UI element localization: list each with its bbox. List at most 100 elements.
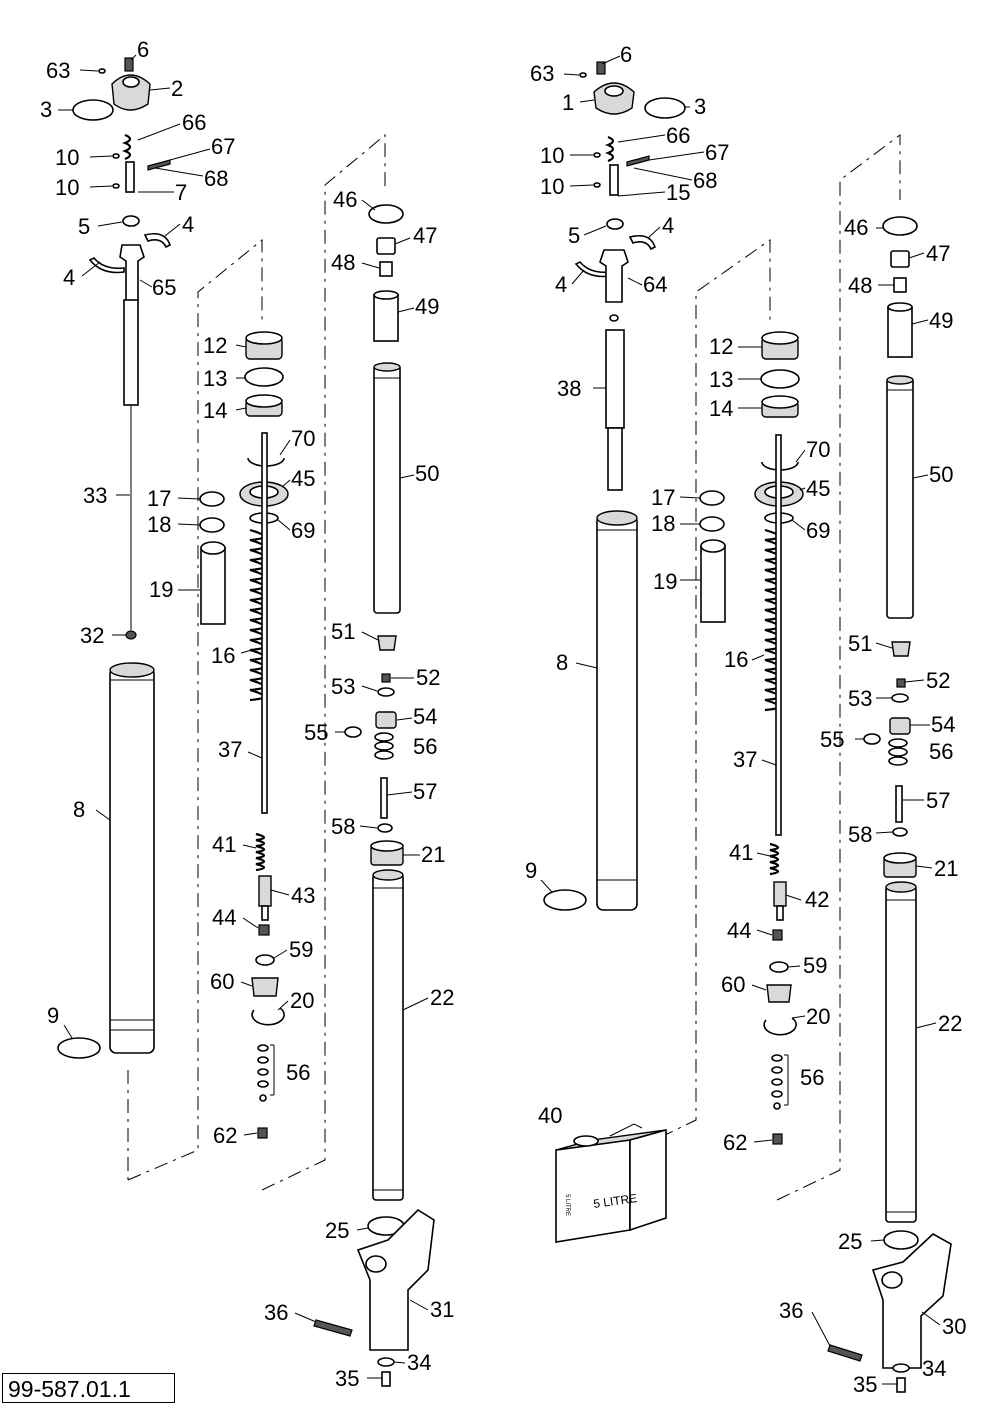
callout-55-r: 55 xyxy=(820,727,844,752)
callout-51: 51 xyxy=(331,619,355,644)
callout-4: 4 xyxy=(182,212,194,237)
callout-49-r: 49 xyxy=(929,308,953,333)
callout-17: 17 xyxy=(147,486,171,511)
callout-57-r: 57 xyxy=(926,788,950,813)
callout-48: 48 xyxy=(331,250,355,275)
callout-35-r: 35 xyxy=(853,1372,877,1397)
right-inner-tube-parts xyxy=(827,216,952,1393)
callout-67-r: 67 xyxy=(705,140,729,165)
callout-47-r: 47 xyxy=(926,241,950,266)
callout-7: 7 xyxy=(175,180,187,205)
callout-60: 60 xyxy=(210,969,234,994)
callout-8-r: 8 xyxy=(556,650,568,675)
callout-18-r: 18 xyxy=(651,511,675,536)
callout-10b: 10 xyxy=(55,175,79,200)
callout-62-r: 62 xyxy=(723,1130,747,1155)
callout-17-r: 17 xyxy=(651,485,675,510)
callout-3: 3 xyxy=(40,97,52,122)
callout-19-r: 19 xyxy=(653,569,677,594)
callout-70-r: 70 xyxy=(806,437,830,462)
callout-58: 58 xyxy=(331,814,355,839)
callout-14: 14 xyxy=(203,398,227,423)
oil-can-label: 5 LITRE xyxy=(592,1191,638,1211)
callout-49: 49 xyxy=(415,294,439,319)
callout-16: 16 xyxy=(211,643,235,668)
callout-6-r: 6 xyxy=(620,42,632,67)
callout-31: 31 xyxy=(430,1297,454,1322)
callout-59-r: 59 xyxy=(803,953,827,978)
left-leg-parts xyxy=(57,57,289,1139)
right-leg-parts xyxy=(543,61,804,1243)
callout-16-r: 16 xyxy=(724,647,748,672)
callout-33: 33 xyxy=(83,483,107,508)
callout-44-r: 44 xyxy=(727,918,751,943)
callout-21-r: 21 xyxy=(934,856,958,881)
callout-10-r: 10 xyxy=(540,143,564,168)
callout-41: 41 xyxy=(212,832,236,857)
callout-13-r: 13 xyxy=(709,367,733,392)
callout-59: 59 xyxy=(289,937,313,962)
callout-1-r: 1 xyxy=(562,90,574,115)
callout-5-r: 5 xyxy=(568,223,580,248)
callout-25-r: 25 xyxy=(838,1229,862,1254)
callout-54: 54 xyxy=(413,704,437,729)
callout-65: 65 xyxy=(152,275,176,300)
callout-58-r: 58 xyxy=(848,822,872,847)
callout-55: 55 xyxy=(304,720,328,745)
callout-53: 53 xyxy=(331,674,355,699)
callout-3-r: 3 xyxy=(694,94,706,119)
callout-21: 21 xyxy=(421,842,445,867)
callout-60-r: 60 xyxy=(721,972,745,997)
callout-62: 62 xyxy=(213,1123,237,1148)
callout-68-r: 68 xyxy=(693,168,717,193)
callout-8: 8 xyxy=(73,797,85,822)
callout-10b-r: 10 xyxy=(540,174,564,199)
callout-69: 69 xyxy=(291,518,315,543)
callout-56b-r: 56 xyxy=(929,739,953,764)
callout-38-r: 38 xyxy=(557,376,581,401)
callout-10: 10 xyxy=(55,145,79,170)
callouts-right: 63 6 1 3 66 10 67 68 10 15 5 4 4 64 38 1… xyxy=(525,42,966,1397)
callout-66: 66 xyxy=(182,110,206,135)
assembly-guide-lines xyxy=(127,133,901,1201)
callout-52: 52 xyxy=(416,665,440,690)
callout-6: 6 xyxy=(137,37,149,62)
callout-14-r: 14 xyxy=(709,396,733,421)
callout-40-r: 40 xyxy=(538,1103,562,1128)
callout-19: 19 xyxy=(149,577,173,602)
callout-9-r: 9 xyxy=(525,858,537,883)
callout-50: 50 xyxy=(415,461,439,486)
callout-51-r: 51 xyxy=(848,631,872,656)
callout-67: 67 xyxy=(211,134,235,159)
callout-20: 20 xyxy=(290,988,314,1013)
callout-45-r: 45 xyxy=(806,476,830,501)
callout-15-r: 15 xyxy=(666,180,690,205)
callout-5: 5 xyxy=(78,214,90,239)
callout-12: 12 xyxy=(203,333,227,358)
callout-20-r: 20 xyxy=(806,1004,830,1029)
callout-66-r: 66 xyxy=(666,123,690,148)
callout-4b-r: 4 xyxy=(555,272,567,297)
callout-69-r: 69 xyxy=(806,518,830,543)
callout-34: 34 xyxy=(407,1350,431,1375)
callout-64-r: 64 xyxy=(643,272,667,297)
callout-47: 47 xyxy=(413,223,437,248)
callout-18: 18 xyxy=(147,512,171,537)
callouts-left: 63 6 2 3 66 10 67 68 10 7 5 4 4 65 12 13… xyxy=(40,37,454,1391)
diagram-code: 99-587.01.1 xyxy=(2,1373,175,1403)
callout-46: 46 xyxy=(333,187,357,212)
callout-63-r: 63 xyxy=(530,61,554,86)
callout-37-r: 37 xyxy=(733,747,757,772)
callout-37: 37 xyxy=(218,737,242,762)
callout-56: 56 xyxy=(286,1060,310,1085)
callout-53-r: 53 xyxy=(848,686,872,711)
callout-54-r: 54 xyxy=(931,712,955,737)
callout-12-r: 12 xyxy=(709,334,733,359)
callout-4b: 4 xyxy=(63,265,75,290)
callout-32: 32 xyxy=(80,623,104,648)
callout-43: 43 xyxy=(291,883,315,908)
callout-46-r: 46 xyxy=(844,215,868,240)
callout-50-r: 50 xyxy=(929,462,953,487)
callout-56-r: 56 xyxy=(800,1065,824,1090)
